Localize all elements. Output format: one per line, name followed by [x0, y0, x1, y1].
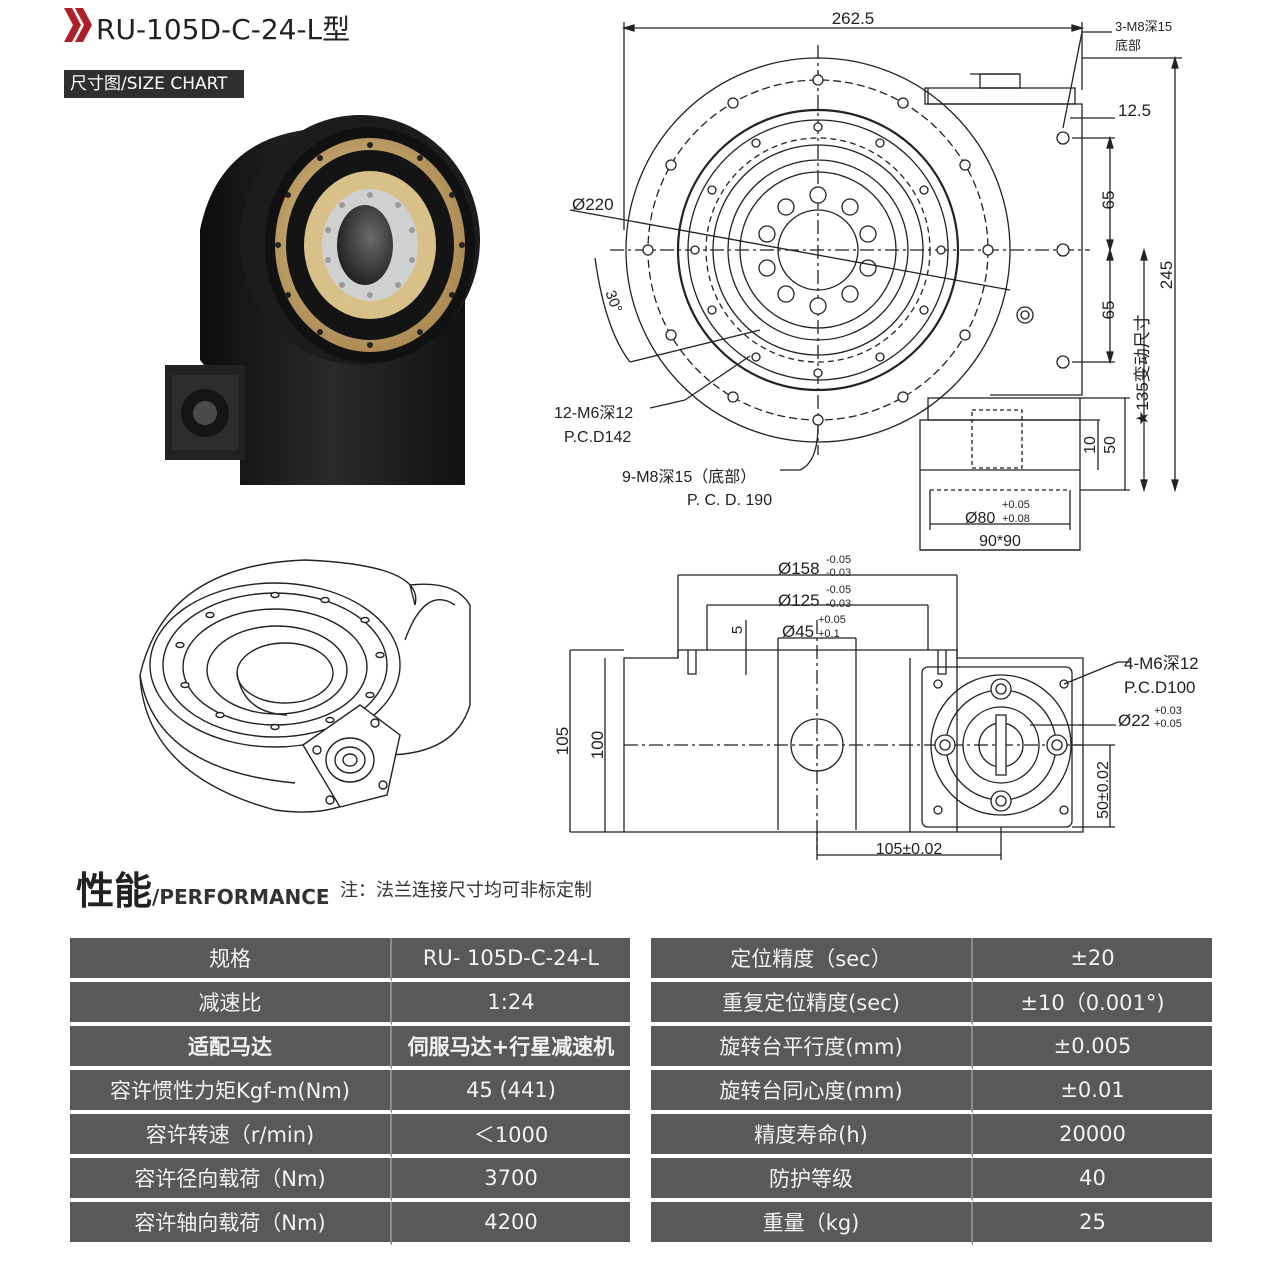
spec-value: 4200 [392, 1202, 630, 1246]
dim-width: 262.5 [832, 9, 875, 28]
spec-label: 适配马达 [70, 1026, 392, 1070]
spec-label: 容许径向载荷（Nm) [70, 1158, 392, 1202]
top-view-drawing: 262.5 3-M8深15 底部 Ø220 30° 12-M6 [554, 9, 1182, 551]
spec-label: 容许转速（r/min) [70, 1114, 392, 1158]
table-row: 定位精度（sec）±20 [651, 938, 1212, 982]
spec-label: 旋转台同心度(mm) [651, 1070, 973, 1114]
dim-105-02: 105±0.02 [876, 841, 943, 858]
note-m8-2: P. C. D. 190 [687, 492, 772, 509]
spec-value: ±0.005 [973, 1026, 1212, 1070]
table-row: 适配马达伺服马达+行星减速机 [70, 1026, 630, 1070]
dim-80-tol-low: +0.08 [1002, 513, 1030, 525]
dim-angle-30: 30° [602, 288, 626, 315]
table-row: 容许径向载荷（Nm)3700 [70, 1158, 630, 1202]
chevron-right-icon [64, 8, 92, 42]
spec-value: 伺服马达+行星减速机 [392, 1026, 630, 1070]
spec-table-right: 定位精度（sec）±20 重复定位精度(sec)±10（0.001°) 旋转台平… [651, 938, 1212, 1246]
spec-label: 定位精度（sec） [651, 938, 973, 982]
spec-value: ＜1000 [392, 1114, 630, 1158]
note-flange-2: P.C.D100 [1124, 678, 1196, 697]
table-row: 精度寿命(h)20000 [651, 1114, 1212, 1158]
spec-value: 3700 [392, 1158, 630, 1202]
table-row: 容许惯性力矩Kgf-m(Nm)45 (441) [70, 1070, 630, 1114]
performance-title-en: /PERFORMANCE [152, 885, 330, 909]
dim-158-tol-up: -0.05 [826, 554, 851, 566]
dim-65-b: 65 [1099, 301, 1118, 320]
dim-12-5: 12.5 [1118, 101, 1151, 120]
table-row: 重复定位精度(sec)±10（0.001°) [651, 982, 1212, 1026]
spec-value: 20000 [973, 1114, 1212, 1158]
dim-45-tol-low: +0.1 [818, 628, 840, 640]
dim-5: 5 [729, 626, 746, 634]
dim-80-tol-up: +0.05 [1002, 499, 1030, 511]
table-row: 容许转速（r/min)＜1000 [70, 1114, 630, 1158]
note-flange-1: 4-M6深12 [1124, 654, 1199, 673]
spec-value: 40 [973, 1158, 1212, 1202]
table-row: 容许轴向载荷（Nm)4200 [70, 1202, 630, 1246]
dim-22: Ø22 [1118, 711, 1150, 730]
dim-22-tol-low: +0.05 [1154, 718, 1182, 730]
spec-label: 容许惯性力矩Kgf-m(Nm) [70, 1070, 392, 1114]
spec-label: 旋转台平行度(mm) [651, 1026, 973, 1070]
note-top-holes-2: 底部 [1115, 38, 1141, 53]
spec-value: 25 [973, 1202, 1212, 1246]
size-chart-badge: 尺寸图/SIZE CHART [64, 70, 244, 98]
page-title: RU-105D-C-24-L型 [96, 13, 351, 46]
dim-125-tol-low: -0.03 [826, 598, 851, 610]
note-m8-1: 9-M8深15（底部） [622, 468, 756, 486]
table-row: 重量（kg)25 [651, 1202, 1212, 1246]
dim-45: Ø45 [782, 622, 814, 641]
performance-title-cn: 性能 [76, 869, 153, 913]
note-m6-2: P.C.D142 [564, 429, 631, 446]
dim-245: 245 [1157, 261, 1176, 289]
spec-label: 精度寿命(h) [651, 1114, 973, 1158]
spec-value: ±20 [973, 938, 1212, 982]
note-top-holes-1: 3-M8深15 [1115, 19, 1172, 34]
spec-value: 1:24 [392, 982, 630, 1026]
dim-50-02: 50±0.02 [1095, 761, 1112, 819]
table-row: 旋转台同心度(mm)±0.01 [651, 1070, 1212, 1114]
note-m6-1: 12-M6深12 [554, 404, 633, 422]
table-row: 旋转台平行度(mm)±0.005 [651, 1026, 1212, 1070]
spec-value: RU- 105D-C-24-L [392, 938, 630, 982]
dim-diameter-220: Ø220 [572, 195, 614, 214]
spec-label: 重量（kg) [651, 1202, 973, 1246]
dim-100: 100 [588, 731, 607, 759]
spec-value: 45 (441) [392, 1070, 630, 1114]
product-photo [165, 115, 480, 485]
spec-label: 减速比 [70, 982, 392, 1026]
spec-value: ±0.01 [973, 1070, 1212, 1114]
dim-105: 105 [553, 727, 572, 755]
front-view-drawing: Ø158 -0.05 -0.03 Ø125 -0.05 -0.03 Ø45 +0… [553, 554, 1199, 860]
dim-10: 10 [1082, 436, 1099, 454]
spec-label: 重复定位精度(sec) [651, 982, 973, 1026]
dim-158: Ø158 [778, 559, 820, 578]
spec-label: 规格 [70, 938, 392, 982]
dim-45-tol-up: +0.05 [818, 614, 846, 626]
customization-note: 注：法兰连接尺寸均可非标定制 [340, 880, 592, 901]
dim-50: 50 [1102, 436, 1119, 454]
dim-125-tol-up: -0.05 [826, 584, 851, 596]
dim-65-a: 65 [1099, 191, 1118, 210]
spec-value: ±10（0.001°) [973, 982, 1212, 1026]
dim-90x90: 90*90 [979, 533, 1021, 550]
performance-title: 性能/PERFORMANCE [76, 860, 330, 915]
dim-80: Ø80 [965, 510, 995, 527]
dim-135: ★135变动尺寸 [1133, 314, 1152, 426]
spec-label: 容许轴向载荷（Nm) [70, 1202, 392, 1246]
dim-22-tol-up: +0.03 [1154, 705, 1182, 717]
dim-125: Ø125 [778, 591, 820, 610]
isometric-line-drawing [139, 559, 471, 813]
dim-158-tol-low: -0.03 [826, 567, 851, 579]
spec-label: 防护等级 [651, 1158, 973, 1202]
